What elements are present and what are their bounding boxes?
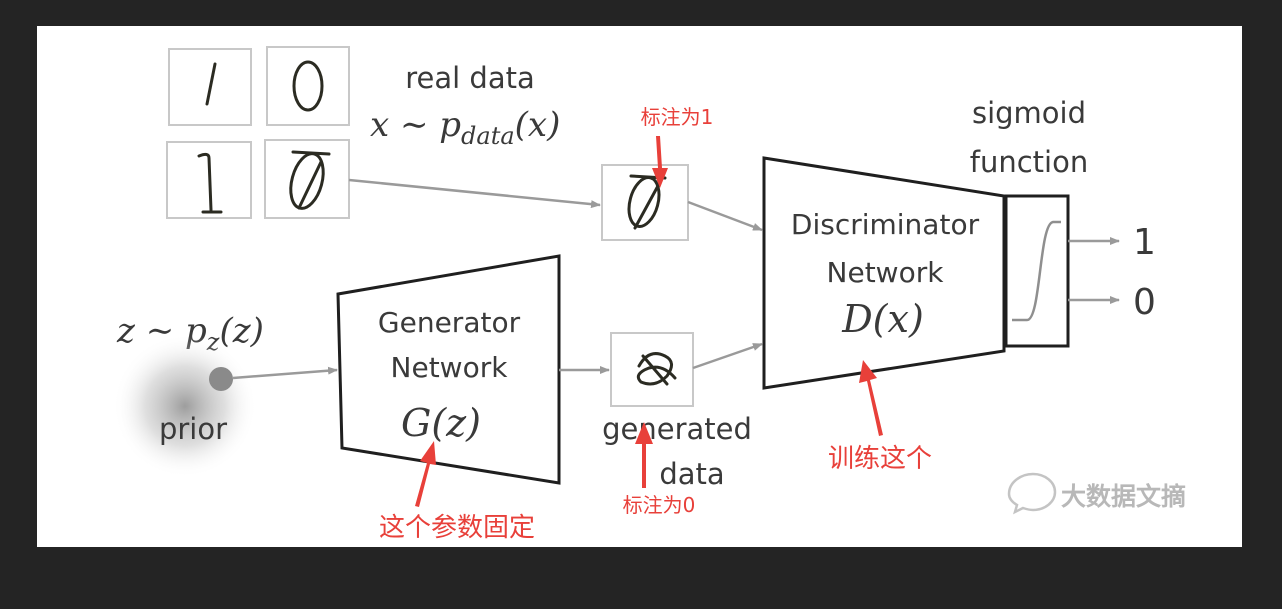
arrow-real-sample-to-discriminator: [687, 200, 763, 232]
wechat-icon: [1007, 472, 1057, 515]
prior-label: prior: [159, 412, 227, 446]
discriminator-label-line2: Network: [827, 256, 945, 289]
real-data-samples: [166, 46, 350, 219]
arrow-real-to-sample: [348, 178, 601, 209]
real-data-label: real data: [405, 61, 535, 95]
prior-dot: [209, 367, 233, 391]
annotation-label-real: 标注为1: [641, 105, 714, 129]
digit-one-slash: [205, 62, 217, 106]
generated-sample-box: [610, 332, 694, 407]
digit-zero-a: [292, 60, 324, 112]
discriminator-network-shape: [762, 156, 1006, 390]
annotation-fixed-params: 这个参数固定: [379, 513, 535, 543]
discriminator-label-line1: Discriminator: [791, 208, 980, 241]
annotation-arrow-real: [652, 136, 668, 188]
output-zero: 0: [1133, 282, 1156, 323]
sigmoid-box: [1004, 194, 1070, 348]
generated-label-line2: data: [659, 457, 724, 491]
arrow-fake-sample-to-discriminator: [692, 342, 763, 370]
watermark-text: 大数据文摘: [1061, 482, 1186, 511]
gan-diagram: real data x ∼ pdata(x) z ∼ pz(z) prior G…: [37, 26, 1242, 547]
generator-network-shape: [336, 254, 561, 485]
sigmoid-label-line1: sigmoid: [972, 96, 1086, 130]
sigmoid-label-line2: function: [970, 145, 1088, 179]
digit-zero-b-slash: [291, 150, 331, 210]
arrow-prior-to-generator: [232, 366, 338, 380]
prior-glow: [113, 334, 257, 478]
generated-scribble: [636, 352, 677, 386]
annotation-arrow-train: [859, 360, 883, 436]
discriminator-func: D(x): [841, 297, 924, 341]
output-one: 1: [1133, 222, 1156, 263]
generator-label-line1: Generator: [378, 306, 521, 339]
annotation-train-this: 训练这个: [828, 444, 932, 474]
real-data-formula: x ∼ pdata(x): [370, 105, 560, 150]
annotation-arrow-fixed: [415, 441, 436, 507]
generator-label-line2: Network: [391, 351, 509, 384]
annotation-label-fake: 标注为0: [623, 493, 696, 517]
digit-one-b: [197, 152, 223, 214]
annotation-arrow-fake: [635, 422, 653, 488]
generator-func: G(z): [401, 401, 481, 445]
sample-box-2: [266, 46, 350, 126]
diagram-svg: real data x ∼ pdata(x) z ∼ pz(z) prior G…: [113, 46, 1186, 543]
watermark: 大数据文摘: [1007, 472, 1186, 515]
sigmoid-curve: [1012, 220, 1061, 322]
generated-label-line1: generated: [602, 412, 752, 446]
